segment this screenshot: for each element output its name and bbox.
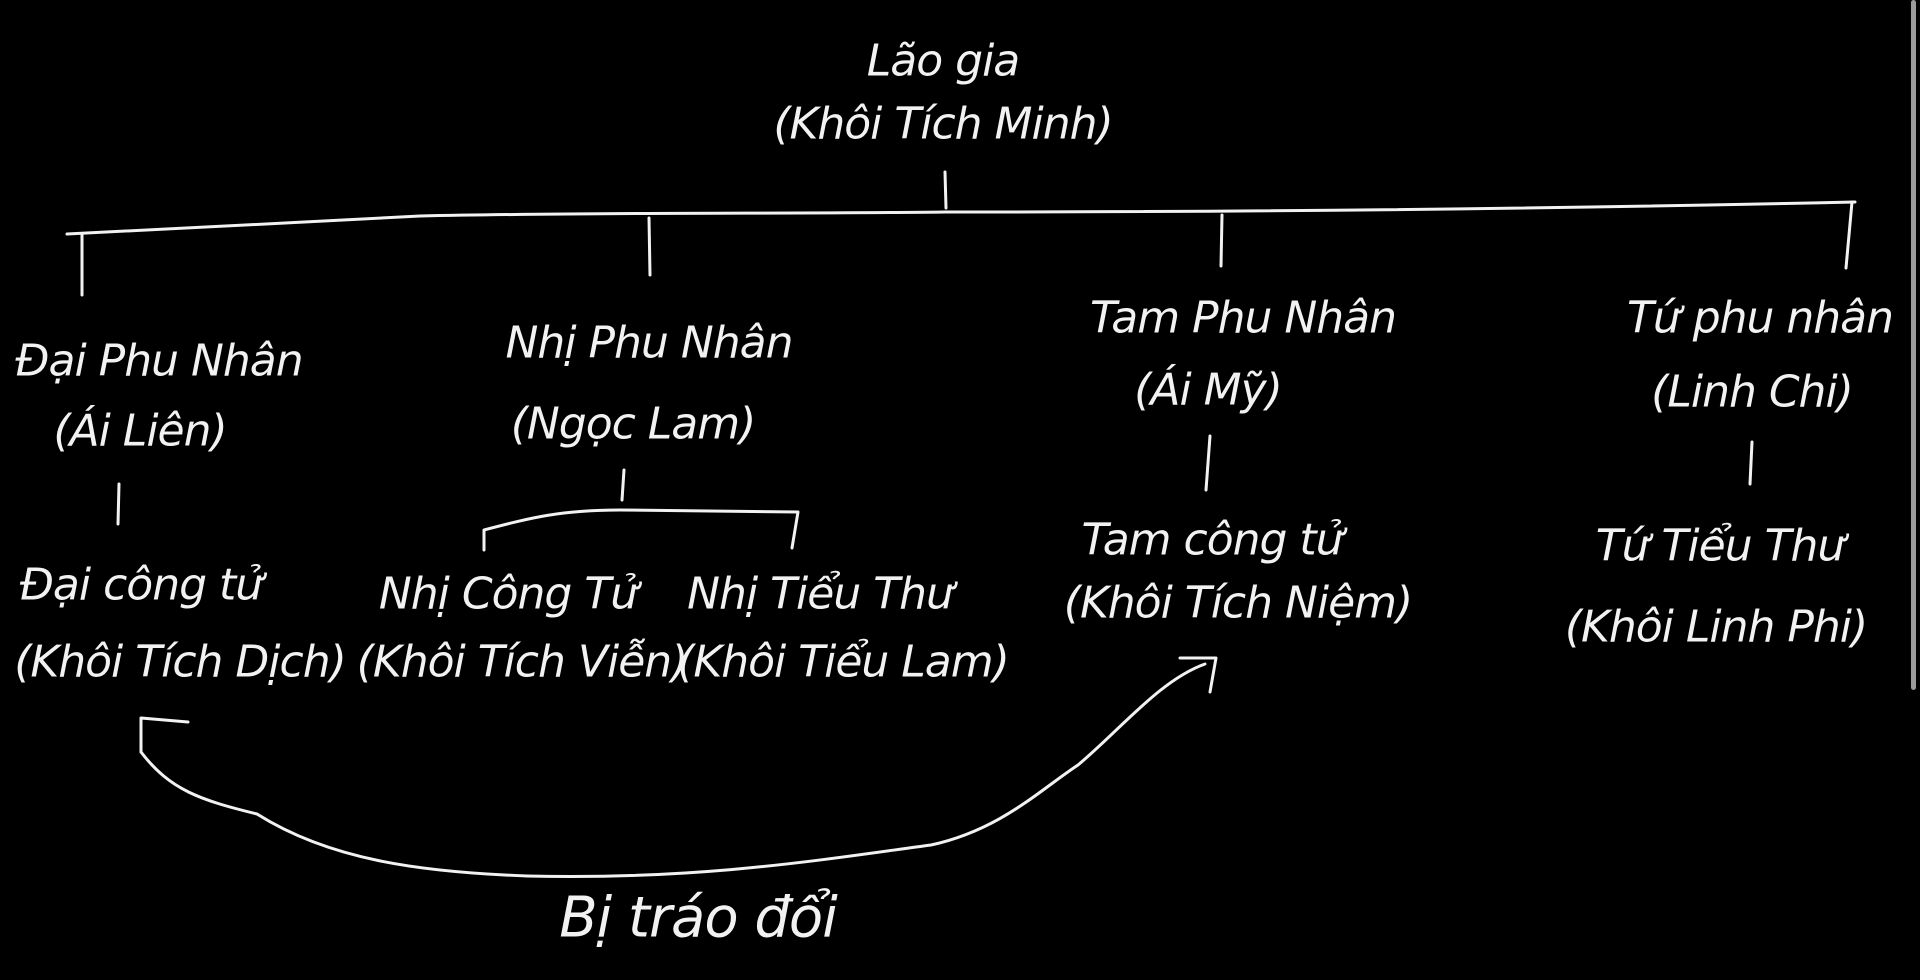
wife-3-title: Tam Phu Nhân (1089, 292, 1397, 344)
root-title: Lão gia (866, 35, 1020, 87)
wife-4-title: Tứ phu nhân (1626, 292, 1894, 344)
swap-arrow (139, 662, 1207, 879)
root-name: (Khôi Tích Minh) (773, 98, 1113, 150)
scrollbar[interactable] (1911, 0, 1916, 690)
arrowhead-right (1178, 656, 1218, 694)
wife-2-name: (Ngọc Lam) (510, 398, 757, 450)
drop-wife-4 (1844, 200, 1854, 270)
wives-bar (65, 200, 1857, 236)
stem-wife-2 (620, 468, 626, 502)
child-2-name: (Khôi Tích Viễn) (356, 636, 689, 688)
child-3-name: (Khôi Tiểu Lam) (677, 636, 1010, 688)
wife-2-title: Nhị Phu Nhân (505, 317, 794, 369)
child-5-name: (Khôi Linh Phi) (1564, 601, 1868, 653)
child-4-name: (Khôi Tích Niệm) (1063, 577, 1413, 629)
arrowhead-left (139, 716, 190, 754)
drop-wife-2 (647, 216, 652, 277)
child-1-title: Đại công tử (19, 559, 263, 611)
child-5-title: Tứ Tiểu Thư (1595, 520, 1845, 572)
child-3-title: Nhị Tiểu Thư (687, 568, 954, 620)
drop-wife-3 (1219, 213, 1224, 268)
child-1-name: (Khôi Tích Dịch) (14, 636, 347, 688)
wife-1-title: Đại Phu Nhân (15, 335, 303, 387)
bracket-wife-2 (482, 508, 800, 552)
stem-wife-3 (1204, 434, 1212, 492)
wife-3-name: (Ái Mỹ) (1134, 364, 1283, 416)
wife-1-name: (Ái Liên) (53, 405, 227, 457)
stem-wife-4 (1748, 440, 1754, 486)
swap-label: Bị tráo đổi (559, 885, 838, 951)
child-2-title: Nhị Công Tử (378, 568, 638, 620)
child-4-title: Tam công tử (1081, 514, 1343, 566)
wife-4-name: (Linh Chi) (1651, 366, 1854, 418)
root-stem (943, 170, 948, 210)
stem-wife-1 (116, 482, 121, 526)
